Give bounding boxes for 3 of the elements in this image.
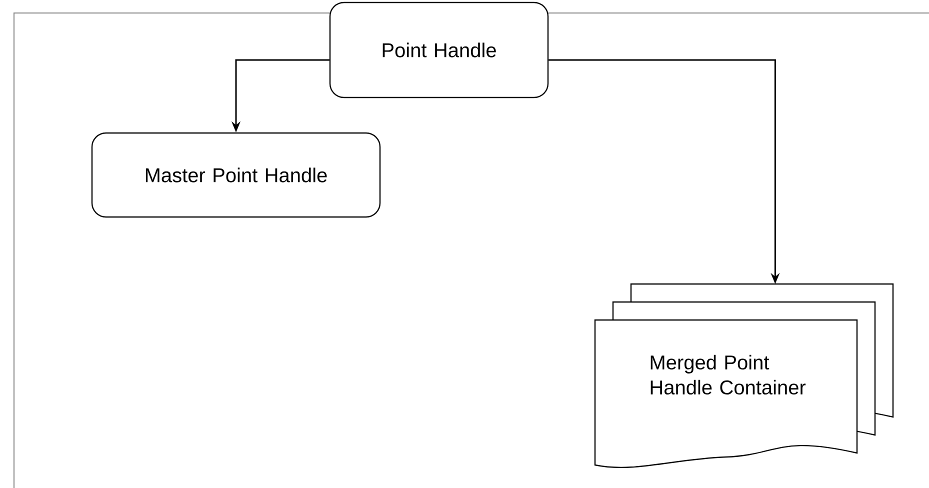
process-box: Master Point Handle (91, 132, 381, 218)
document-stack: Merged Point Handle Container (594, 283, 894, 468)
process-box: Point Handle (329, 2, 549, 98)
